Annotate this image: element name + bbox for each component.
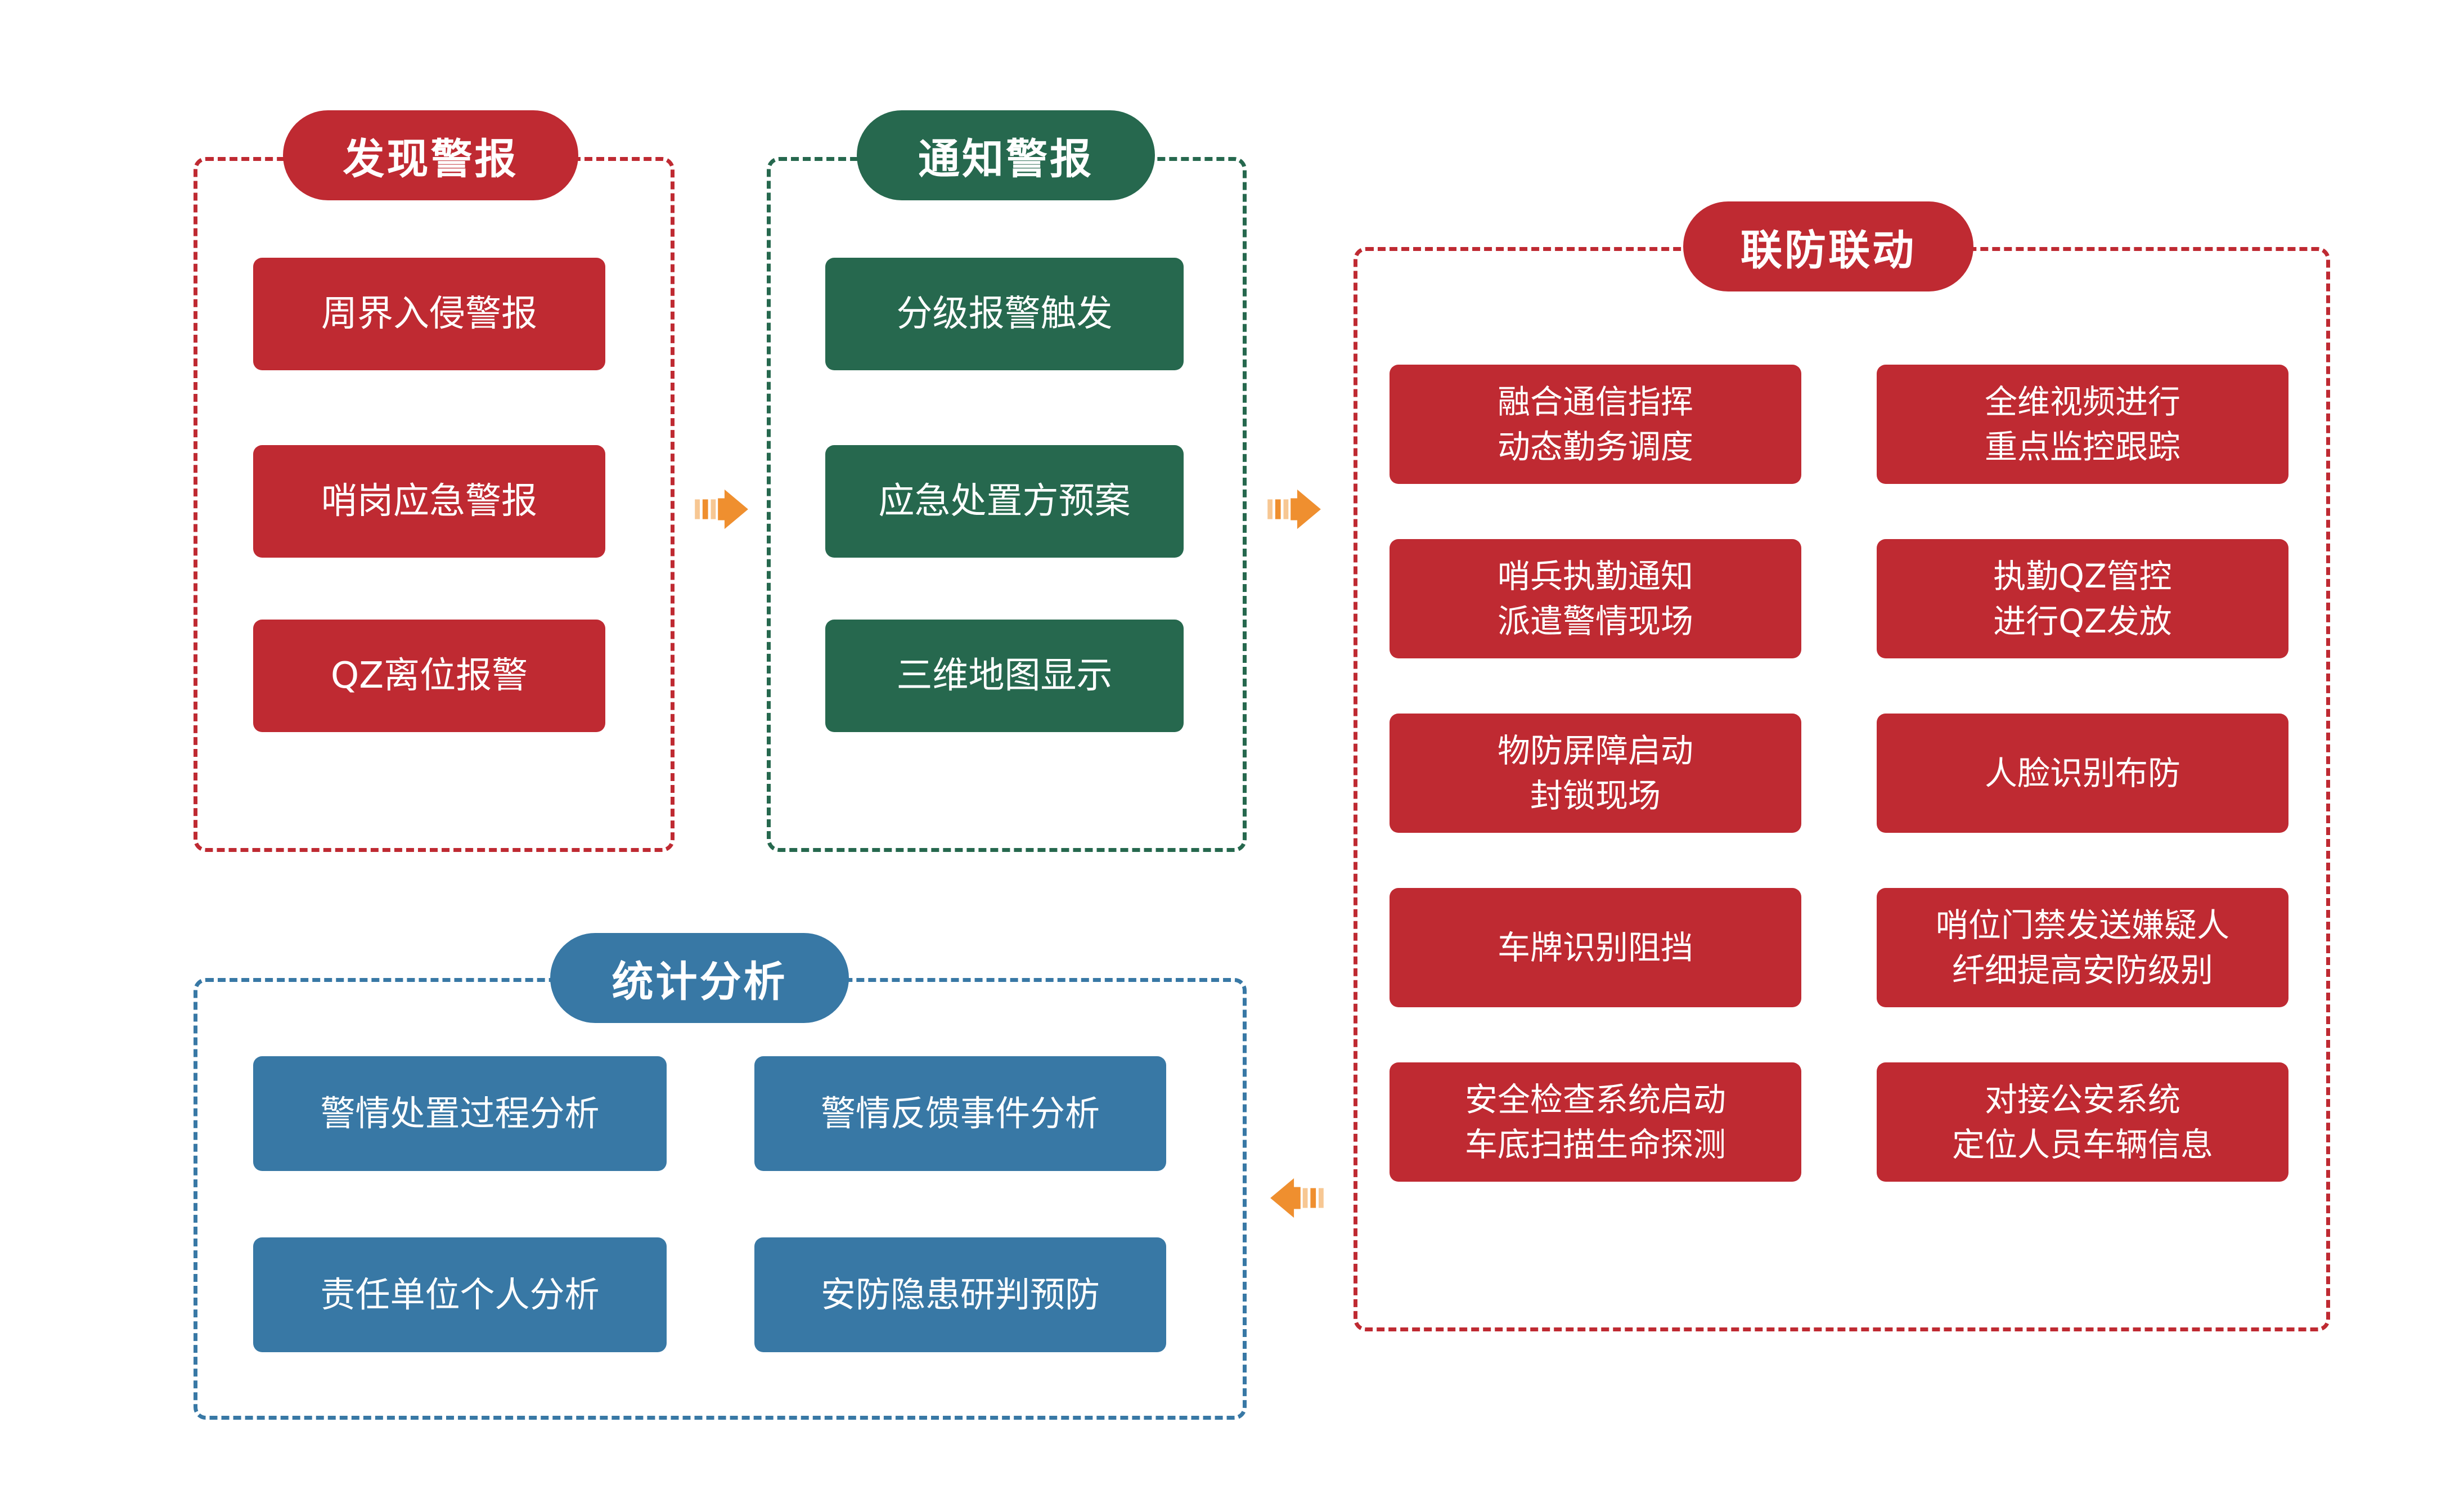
stats-block-hidden-danger: 安防隐患研判预防 <box>754 1237 1166 1352</box>
linkage-block-qz-control: 执勤QZ管控 进行QZ发放 <box>1877 539 2288 658</box>
stats-block-feedback-events: 警情反馈事件分析 <box>754 1056 1166 1171</box>
stats-block-handling-process: 警情处置过程分析 <box>253 1056 667 1171</box>
notify-block-graded-trigger: 分级报警触发 <box>825 258 1184 370</box>
linkage-block-security-check: 安全检查系统启动 车底扫描生命探测 <box>1390 1062 1801 1182</box>
linkage-block-comm-command: 融合通信指挥 动态勤务调度 <box>1390 365 1801 484</box>
linkage-block-police-system: 对接公安系统 定位人员车辆信息 <box>1877 1062 2288 1182</box>
notify-block-emergency-plan: 应急处置方预案 <box>825 445 1184 558</box>
stats-group-title: 统计分析 <box>550 933 849 1023</box>
discover-block-perimeter-intrusion: 周界入侵警报 <box>253 258 605 370</box>
arrow-discover-to-notify-icon <box>694 486 750 532</box>
discover-block-sentry-emergency: 哨岗应急警报 <box>253 445 605 558</box>
stats-group-box <box>194 978 1247 1420</box>
discover-block-qz-offposition: QZ离位报警 <box>253 620 605 732</box>
notify-block-3d-map: 三维地图显示 <box>825 620 1184 732</box>
linkage-block-sentry-dispatch: 哨兵执勤通知 派遣警情现场 <box>1390 539 1801 658</box>
arrow-notify-to-linkage-icon <box>1267 486 1323 532</box>
notify-alarm-group-title: 通知警报 <box>857 110 1155 200</box>
stats-block-unit-person-analysis: 责任单位个人分析 <box>253 1237 667 1352</box>
linkage-block-access-suspect: 哨位门禁发送嫌疑人 纤细提高安防级别 <box>1877 888 2288 1007</box>
discover-alarm-group-title: 发现警报 <box>283 110 578 200</box>
linkage-group-title: 联防联动 <box>1683 201 1973 291</box>
linkage-block-face-recognition: 人脸识别布防 <box>1877 714 2288 833</box>
arrow-linkage-to-stats-icon <box>1268 1175 1324 1221</box>
linkage-block-physical-barrier: 物防屏障启动 封锁现场 <box>1390 714 1801 833</box>
linkage-block-video-tracking: 全维视频进行 重点监控跟踪 <box>1877 365 2288 484</box>
linkage-block-plate-recognition: 车牌识别阻挡 <box>1390 888 1801 1007</box>
